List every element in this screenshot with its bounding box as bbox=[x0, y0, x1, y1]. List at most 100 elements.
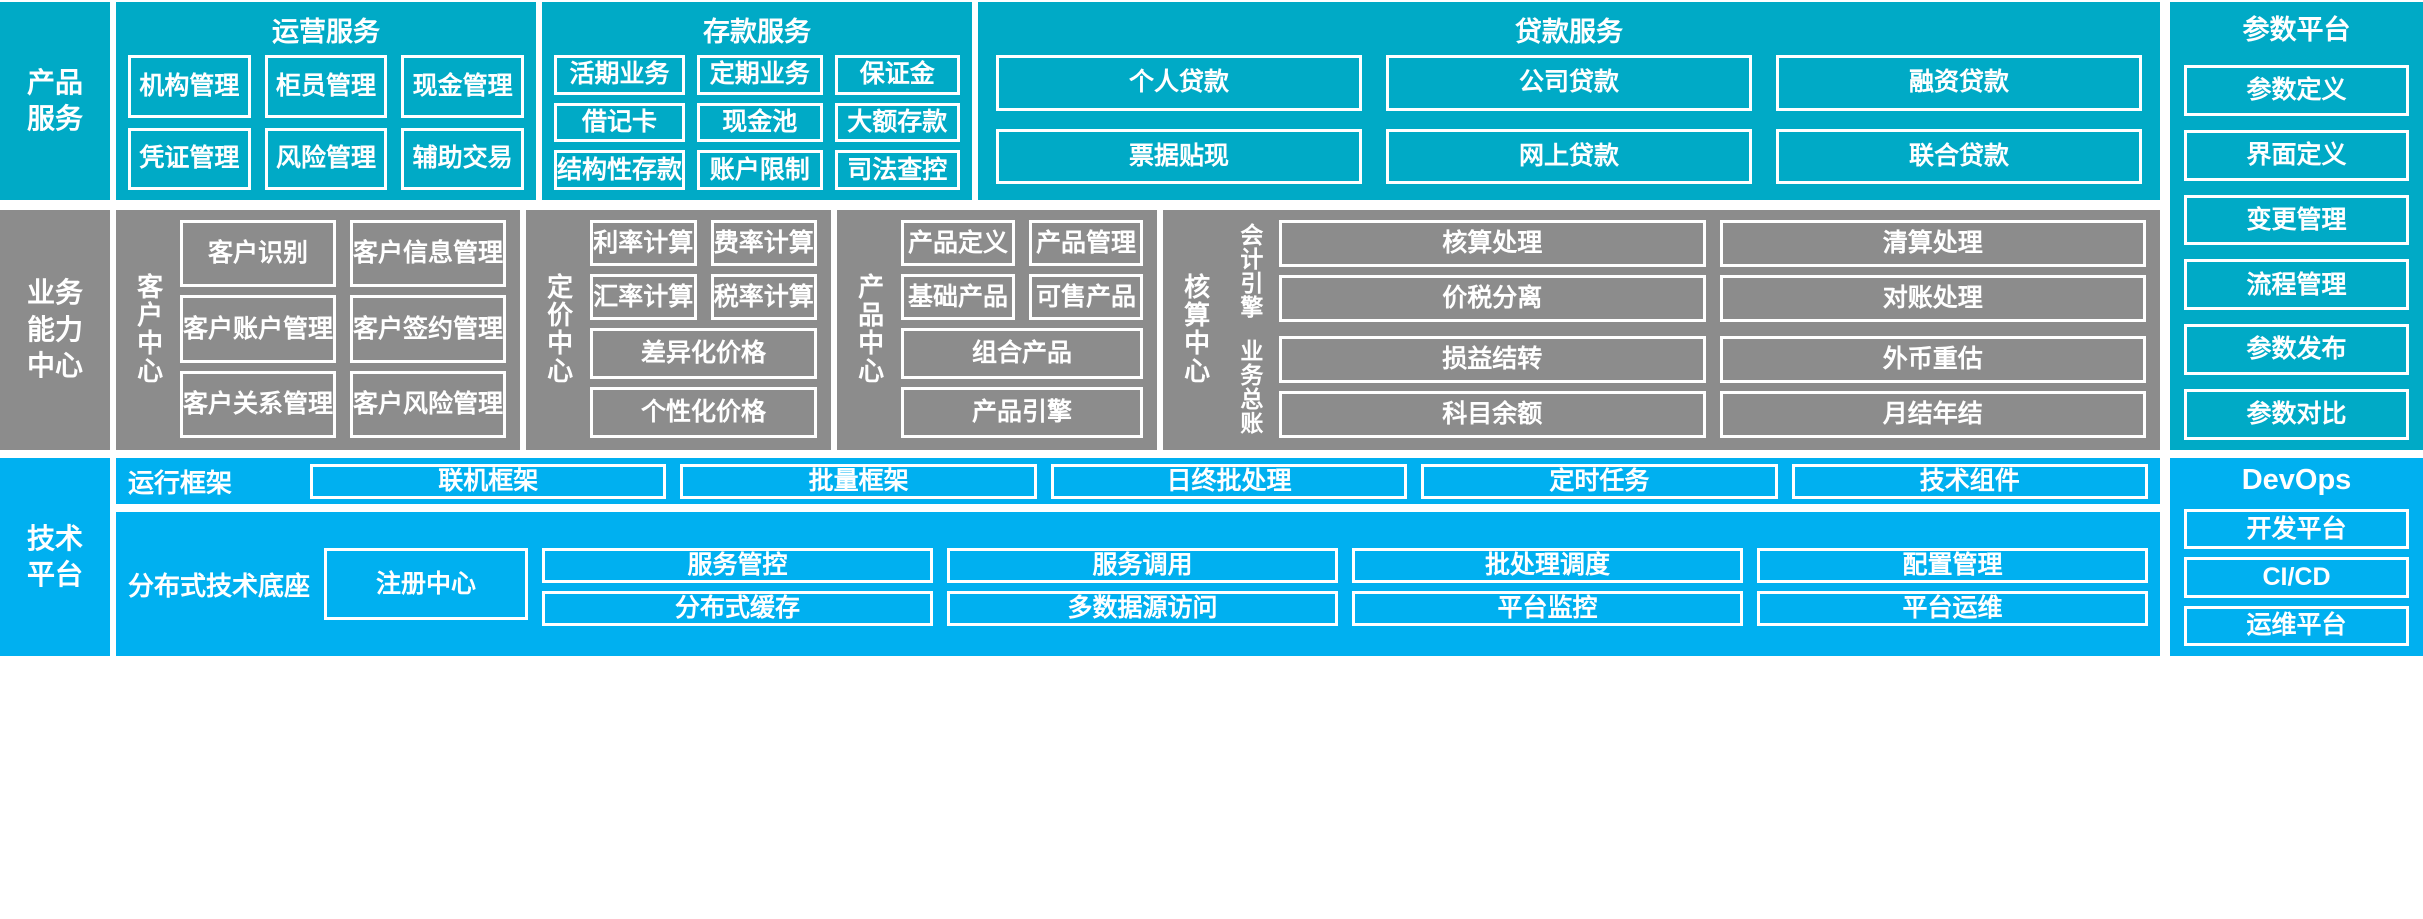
capability-box[interactable]: 客户账户管理 bbox=[180, 295, 337, 363]
capability-layer-label: 业务 能力 中心 bbox=[0, 210, 110, 450]
capability-box[interactable]: 可售产品 bbox=[1029, 274, 1144, 321]
service-box[interactable]: 现金池 bbox=[697, 102, 823, 143]
capability-box[interactable]: 费率计算 bbox=[710, 220, 818, 267]
capability-box-wide[interactable]: 产品引擎 bbox=[901, 387, 1144, 439]
customer-center-grid: 客户识别 客户信息管理 客户账户管理 客户签约管理 客户关系管理 客户风险管理 bbox=[180, 220, 507, 438]
service-box[interactable]: 联合贷款 bbox=[1776, 128, 2142, 184]
service-box[interactable]: 风险管理 bbox=[264, 127, 388, 190]
parameter-box[interactable]: 参数发布 bbox=[2184, 324, 2409, 376]
center-customer: 客户中心 客户识别 客户信息管理 客户账户管理 客户签约管理 客户关系管理 客户… bbox=[116, 210, 521, 450]
service-box[interactable]: 辅助交易 bbox=[401, 127, 524, 190]
devops-box[interactable]: CI/CD bbox=[2184, 557, 2409, 598]
service-box[interactable]: 定期业务 bbox=[697, 55, 823, 95]
center-accounting-label: 核算中心 bbox=[1180, 273, 1211, 385]
devops-box[interactable]: 运维平台 bbox=[2184, 605, 2409, 646]
tech-box[interactable]: 批量框架 bbox=[680, 464, 1037, 499]
service-box[interactable]: 票据贴现 bbox=[996, 128, 1362, 184]
service-box[interactable]: 大额存款 bbox=[834, 102, 960, 143]
service-box[interactable]: 公司贷款 bbox=[1386, 55, 1752, 111]
accounting-sublabel-engine: 会计引擎 bbox=[1236, 223, 1263, 319]
service-box[interactable]: 柜员管理 bbox=[264, 55, 388, 118]
tech-box[interactable]: 日终批处理 bbox=[1050, 464, 1408, 499]
tech-box[interactable]: 定时任务 bbox=[1421, 464, 1778, 499]
service-box[interactable]: 账户限制 bbox=[697, 150, 823, 190]
capability-box[interactable]: 税率计算 bbox=[710, 274, 818, 321]
parameter-platform-title: 参数平台 bbox=[2242, 15, 2351, 45]
tech-box[interactable]: 配置管理 bbox=[1757, 548, 2148, 583]
tech-row-distributed-label: 分布式技术底座 bbox=[128, 570, 311, 601]
capability-box-wide[interactable]: 差异化价格 bbox=[590, 328, 818, 380]
product-services-label-text: 产品 服务 bbox=[26, 66, 83, 134]
tech-box[interactable]: 服务管控 bbox=[542, 548, 933, 583]
capability-box[interactable]: 利率计算 bbox=[590, 220, 697, 267]
tech-box[interactable]: 联机框架 bbox=[310, 464, 667, 499]
service-box[interactable]: 结构性存款 bbox=[554, 150, 686, 190]
technology-platform-layer: 技术 平台 运行框架 联机框架 批量框架 日终批处理 定时任务 技术组件 分布式… bbox=[0, 458, 2160, 656]
devops-box[interactable]: 开发平台 bbox=[2184, 509, 2409, 550]
tech-box[interactable]: 技术组件 bbox=[1791, 464, 2148, 499]
capability-box[interactable]: 客户关系管理 bbox=[180, 370, 337, 438]
capability-box[interactable]: 月结年结 bbox=[1719, 391, 2146, 438]
product-services-layer: 产品 服务 运营服务 机构管理 柜员管理 现金管理 凭证管理 风险管理 辅助交易… bbox=[0, 2, 2160, 200]
service-box[interactable]: 司法查控 bbox=[834, 150, 960, 190]
tech-box[interactable]: 批处理调度 bbox=[1352, 548, 1743, 583]
accounting-sublabel-ledger: 业务总账 bbox=[1236, 339, 1263, 435]
tech-platform-label: 技术 平台 bbox=[0, 458, 110, 656]
service-box[interactable]: 机构管理 bbox=[128, 55, 251, 118]
capability-box[interactable]: 外币重估 bbox=[1719, 336, 2146, 383]
capability-box[interactable]: 客户信息管理 bbox=[350, 220, 507, 288]
tech-box[interactable]: 平台监控 bbox=[1352, 590, 1743, 626]
capability-box-wide[interactable]: 组合产品 bbox=[901, 328, 1144, 380]
capability-box-wide[interactable]: 个性化价格 bbox=[590, 387, 818, 439]
service-box[interactable]: 个人贷款 bbox=[996, 55, 1362, 111]
deposit-services-grid: 活期业务 定期业务 保证金 借记卡 现金池 大额存款 结构性存款 账户限制 司法… bbox=[554, 55, 960, 190]
center-pricing: 定价中心 利率计算 费率计算 汇率计算 税率计算 差异化价格 个性化价格 bbox=[526, 210, 832, 450]
group-deposit-services: 存款服务 活期业务 定期业务 保证金 借记卡 现金池 大额存款 结构性存款 账户… bbox=[542, 2, 972, 200]
tech-box[interactable]: 平台运维 bbox=[1757, 590, 2148, 626]
parameter-box[interactable]: 参数定义 bbox=[2184, 65, 2409, 116]
capability-box[interactable]: 客户风险管理 bbox=[350, 370, 507, 438]
service-box[interactable]: 网上贷款 bbox=[1386, 128, 1752, 184]
group-operations-services: 运营服务 机构管理 柜员管理 现金管理 凭证管理 风险管理 辅助交易 bbox=[116, 2, 536, 200]
capability-box[interactable]: 价税分离 bbox=[1279, 275, 1706, 322]
parameter-box[interactable]: 流程管理 bbox=[2184, 259, 2409, 311]
capability-box[interactable]: 损益结转 bbox=[1279, 336, 1706, 383]
pricing-wide-row-2: 个性化价格 bbox=[590, 387, 818, 439]
tech-box[interactable]: 多数据源访问 bbox=[947, 590, 1338, 626]
service-box[interactable]: 保证金 bbox=[834, 55, 960, 95]
capability-box[interactable]: 基础产品 bbox=[901, 274, 1016, 321]
service-box[interactable]: 凭证管理 bbox=[128, 127, 251, 190]
capability-box[interactable]: 对账处理 bbox=[1719, 275, 2146, 322]
tech-platform-stack: 运行框架 联机框架 批量框架 日终批处理 定时任务 技术组件 分布式技术底座 注… bbox=[116, 458, 2160, 656]
pricing-center-grid: 利率计算 费率计算 汇率计算 税率计算 bbox=[590, 220, 818, 321]
operations-services-grid: 机构管理 柜员管理 现金管理 凭证管理 风险管理 辅助交易 bbox=[128, 55, 524, 190]
capability-box[interactable]: 客户识别 bbox=[180, 220, 337, 288]
parameter-box[interactable]: 变更管理 bbox=[2184, 194, 2409, 246]
devops-title: DevOps bbox=[2241, 464, 2352, 496]
capability-box[interactable]: 汇率计算 bbox=[590, 274, 697, 321]
center-customer-label: 客户中心 bbox=[133, 273, 164, 385]
product-services-layer-label: 产品 服务 bbox=[0, 2, 110, 200]
capability-box[interactable]: 客户签约管理 bbox=[350, 295, 507, 363]
tech-box[interactable]: 服务调用 bbox=[947, 548, 1338, 583]
capability-box[interactable]: 核算处理 bbox=[1279, 220, 1706, 267]
center-product-label: 产品中心 bbox=[854, 273, 885, 385]
tech-box-registry[interactable]: 注册中心 bbox=[324, 548, 529, 620]
product-wide-row-2: 产品引擎 bbox=[901, 387, 1144, 439]
service-box[interactable]: 借记卡 bbox=[554, 102, 686, 143]
capability-box[interactable]: 产品定义 bbox=[901, 220, 1016, 267]
capability-box[interactable]: 产品管理 bbox=[1029, 220, 1144, 267]
service-box[interactable]: 融资贷款 bbox=[1776, 55, 2142, 111]
group-loan-services: 贷款服务 个人贷款 公司贷款 融资贷款 票据贴现 网上贷款 联合贷款 bbox=[978, 2, 2160, 200]
parameter-box[interactable]: 参数对比 bbox=[2184, 389, 2409, 440]
center-customer-body: 客户识别 客户信息管理 客户账户管理 客户签约管理 客户关系管理 客户风险管理 bbox=[180, 220, 507, 438]
capability-box[interactable]: 清算处理 bbox=[1719, 220, 2146, 267]
capability-box[interactable]: 科目余额 bbox=[1279, 391, 1706, 438]
service-box[interactable]: 现金管理 bbox=[401, 55, 524, 118]
center-product-body: 产品定义 产品管理 基础产品 可售产品 组合产品 产品引擎 bbox=[901, 220, 1144, 439]
product-center-grid: 产品定义 产品管理 基础产品 可售产品 bbox=[901, 220, 1144, 321]
service-box[interactable]: 活期业务 bbox=[554, 55, 686, 95]
parameter-box[interactable]: 界面定义 bbox=[2184, 129, 2409, 181]
tech-box[interactable]: 分布式缓存 bbox=[542, 590, 933, 626]
